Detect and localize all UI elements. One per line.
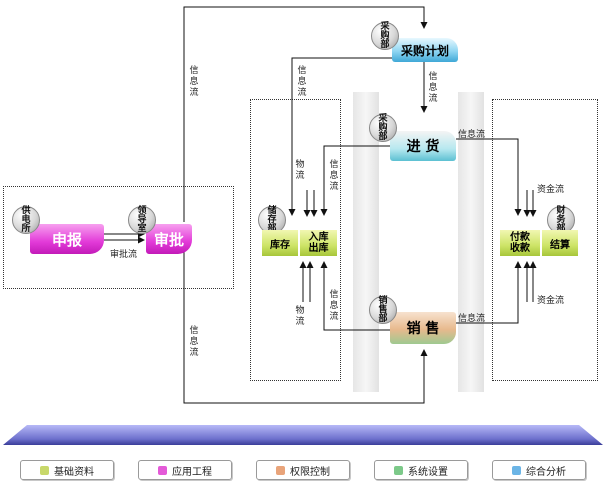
approve-label: 审批 [153,230,184,249]
pay-receive-box[interactable]: 付款收款 [500,230,540,256]
info-flow-plan-down: 信息流 [428,72,438,104]
pillar-right [458,92,484,392]
fund-flow-bottom-label: 资金流 [537,296,565,306]
approve-flow-label: 审批流 [110,250,138,260]
purchase-dept-circle-top: 采购部 [371,22,399,50]
apply-label: 申报 [51,230,82,249]
info-flow-sales-right: 信息流 [458,314,486,324]
goods-flow-bottom-label: 物流 [295,306,305,327]
info-flow-bottom-label: 信息流 [329,290,339,322]
goods-flow-top-label: 物流 [295,160,305,181]
settle-label: 结算 [550,239,570,251]
fund-flow-top-label: 资金流 [537,185,565,195]
menu-basic-data[interactable]: 基础资料 [20,460,114,480]
menu-analysis[interactable]: 综合分析 [492,460,586,480]
permission-icon [276,465,285,475]
purchase-plan-box[interactable]: 采购计划 [392,38,458,62]
menu-permission[interactable]: 权限控制 [256,460,350,480]
inout-box[interactable]: 入库出库 [300,230,337,256]
settings-icon [394,465,403,475]
application-icon [158,465,167,475]
info-flow-left-top: 信息流 [189,66,199,98]
group-box-supply [3,186,234,289]
stock-in-box[interactable]: 进 货 [390,131,456,161]
sales-dept-circle: 销售部 [369,296,397,324]
info-flow-top-label: 信息流 [329,160,339,192]
info-flow-stockin-right: 信息流 [458,130,486,140]
apply-box[interactable]: 申报 [30,224,104,254]
basic-data-icon [40,465,49,475]
menu-application[interactable]: 应用工程 [138,460,232,480]
approve-box[interactable]: 审批 [146,224,192,254]
group-box-finance [492,99,598,381]
analysis-icon [512,465,521,475]
pillar-left [353,92,379,392]
leader-office-circle: 领导室 [128,206,156,234]
finance-dept-circle: 财务部 [547,206,575,234]
purchase-dept-circle-mid: 采购部 [369,114,397,142]
info-flow-plan-left: 信息流 [297,66,307,98]
stock-in-label: 进 货 [406,139,440,155]
sales-box[interactable]: 销 售 [390,312,456,344]
pay-receive-label: 付款收款 [510,232,530,254]
settle-box[interactable]: 结算 [542,230,578,256]
inventory-label: 库存 [270,239,290,251]
menu-settings[interactable]: 系统设置 [374,460,468,480]
info-flow-left-bottom: 信息流 [189,326,199,358]
inventory-box[interactable]: 库存 [262,230,298,256]
inout-label: 入库出库 [308,232,329,254]
sales-label: 销 售 [406,321,440,337]
supply-station-circle: 供电所 [12,206,40,234]
group-box-storage [250,99,341,381]
purchase-plan-label: 采购计划 [400,43,449,58]
stage-bar [3,425,603,445]
